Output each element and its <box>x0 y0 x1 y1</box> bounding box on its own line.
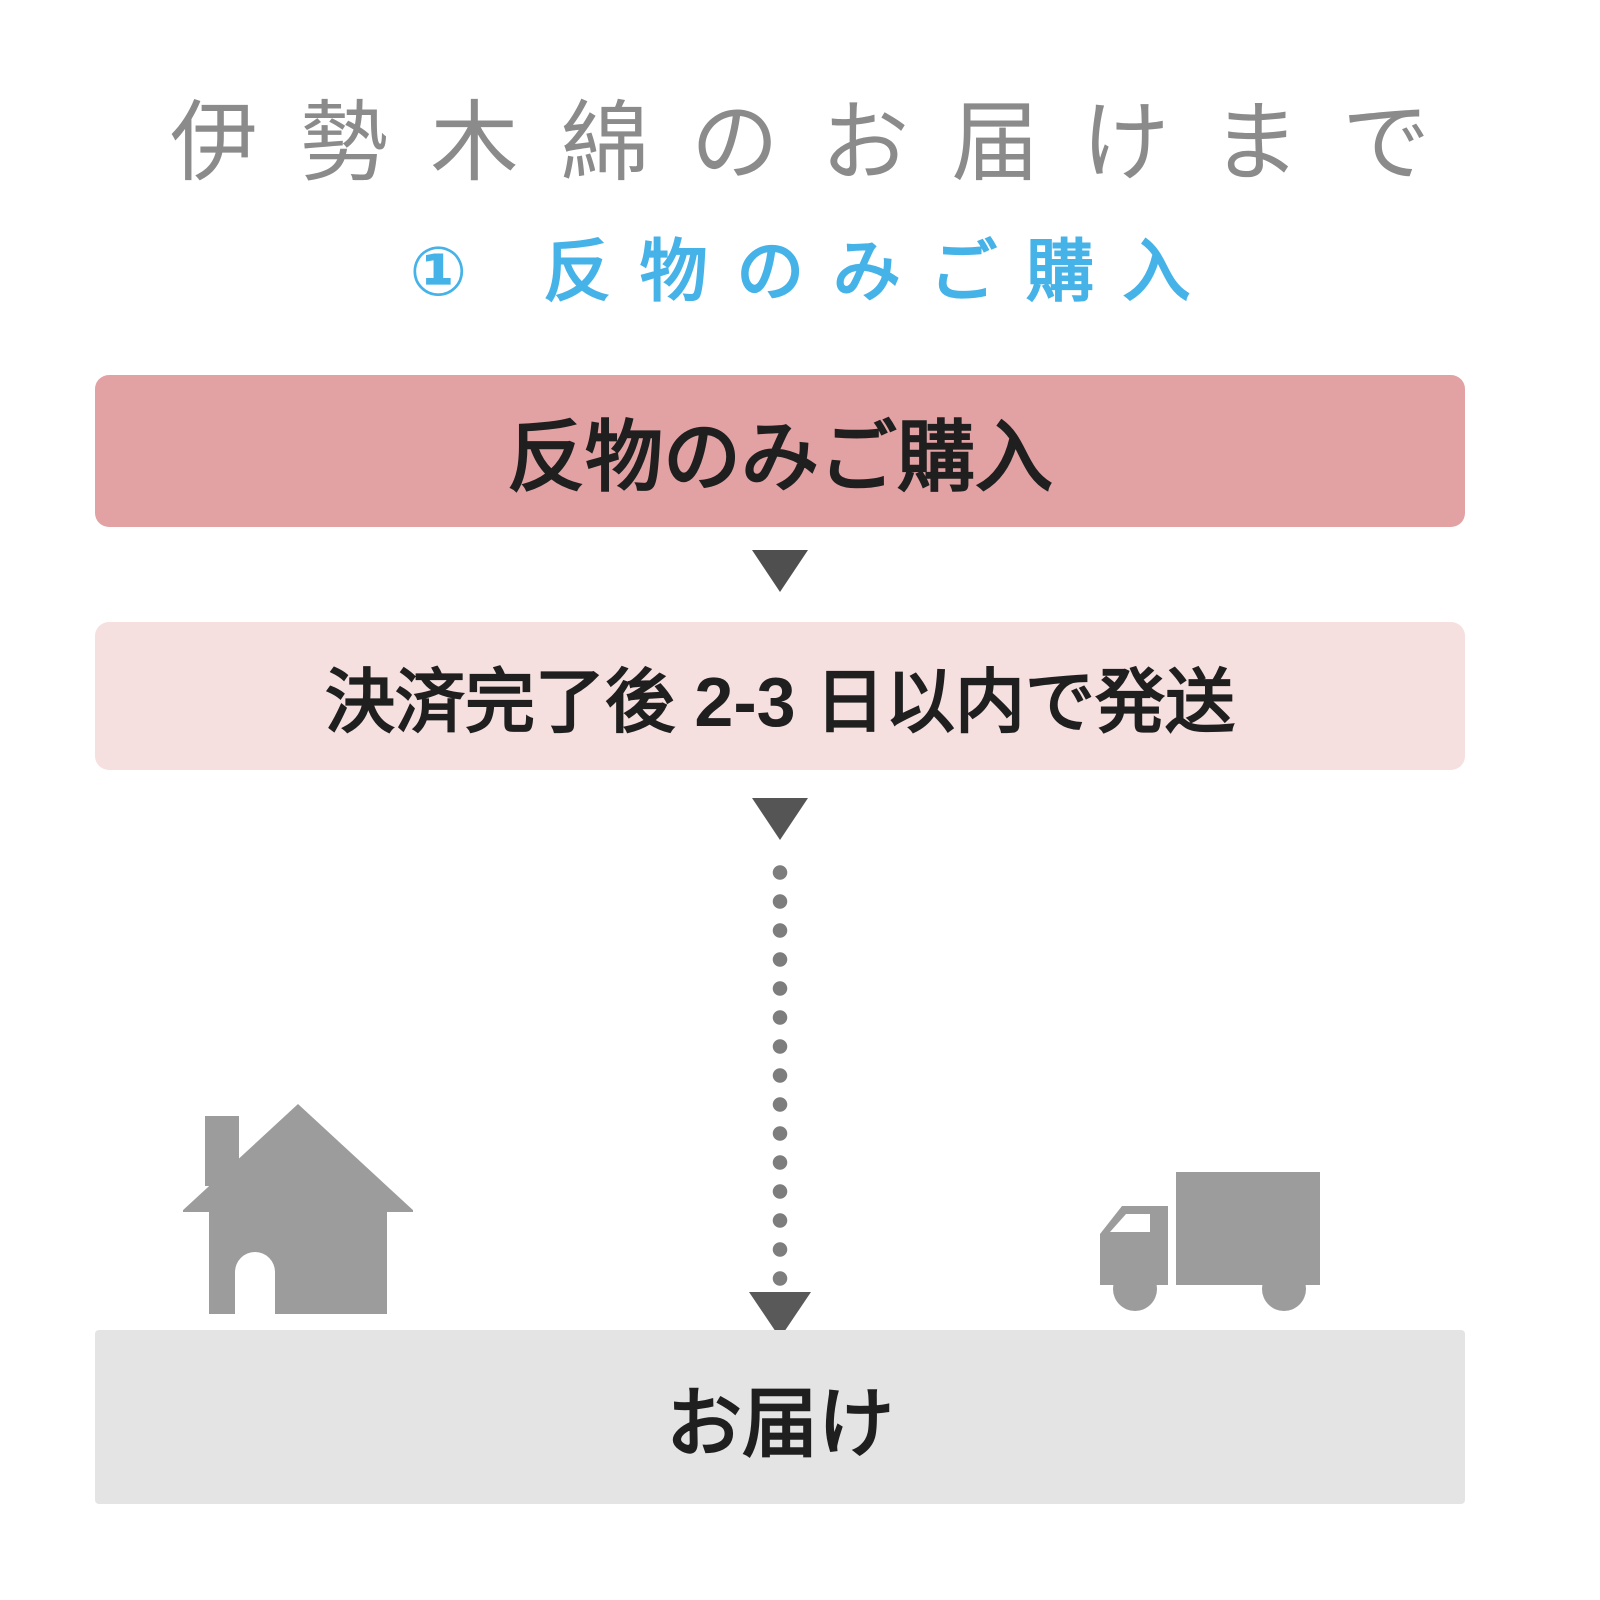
dotted-connector-line <box>772 858 788 1288</box>
down-arrow-icon <box>752 550 808 592</box>
page-title: 伊勢木綿のお届けまで <box>169 93 1473 192</box>
flow-step-delivery: お届け <box>95 1330 1465 1504</box>
truck-icon <box>1098 1172 1320 1318</box>
flow-step-purchase-label: 反物のみご購入 <box>506 413 1053 501</box>
flow-step-shipping-label: 決済完了後 2-3 日以内で発送 <box>324 662 1236 741</box>
flow-step-delivery-label: お届け <box>666 1382 894 1467</box>
flow-step-shipping: 決済完了後 2-3 日以内で発送 <box>95 622 1465 770</box>
flow-step-purchase: 反物のみご購入 <box>95 375 1465 527</box>
page-subtitle: ① 反物のみご購入 <box>409 234 1220 310</box>
house-icon <box>181 1104 415 1319</box>
down-arrow-icon <box>752 798 808 840</box>
